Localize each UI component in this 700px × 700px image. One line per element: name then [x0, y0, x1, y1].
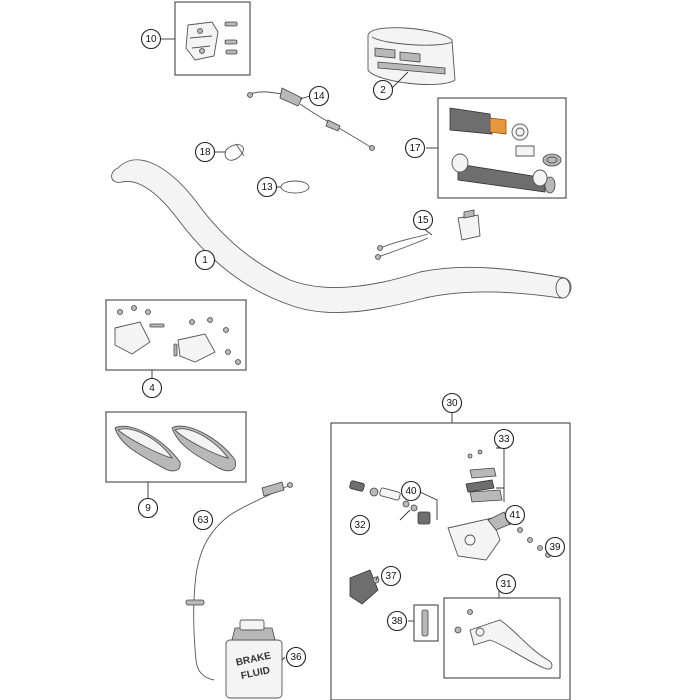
callout-circle [349, 514, 371, 536]
callout-18[interactable]: 18 [194, 141, 216, 163]
callout-label: 38 [391, 616, 403, 627]
callout-40[interactable]: 40 [400, 480, 422, 502]
callout-10[interactable]: 10 [140, 28, 162, 50]
callout-label: 39 [549, 542, 561, 553]
callout-circle [137, 497, 159, 519]
callout-label: 2 [380, 85, 386, 96]
callout-label: 33 [498, 434, 510, 445]
callout-circle [194, 249, 216, 271]
callout-39[interactable]: 39 [544, 536, 566, 558]
kill-switch [375, 209, 481, 260]
callout-label: 31 [500, 579, 512, 590]
callout-circle [372, 79, 394, 101]
callout-circle [256, 176, 278, 198]
part-30-box [330, 422, 571, 700]
hose-clip [224, 143, 245, 161]
throttle-cable [247, 87, 375, 151]
callout-circle [493, 428, 515, 450]
callout-circle [380, 565, 402, 587]
callout-label: 10 [145, 34, 157, 45]
callout-circle [495, 573, 517, 595]
callout-label: 9 [145, 503, 151, 514]
brake-line [185, 481, 293, 681]
callout-circle [544, 536, 566, 558]
part-38-box [413, 604, 439, 642]
callout-label: 4 [149, 383, 155, 394]
callout-circle [386, 610, 408, 632]
callout-circle [441, 392, 463, 414]
callout-label: 17 [409, 143, 421, 154]
crossbar-pad [367, 27, 456, 85]
callout-15[interactable]: 15 [412, 209, 434, 231]
part-10-box [174, 1, 251, 76]
callout-label: 41 [509, 510, 521, 521]
master-cylinder-parts [349, 449, 561, 679]
callout-circle [412, 209, 434, 231]
callout-14[interactable]: 14 [308, 85, 330, 107]
callout-36[interactable]: 36 [285, 646, 307, 668]
o-ring [280, 180, 310, 194]
callout-33[interactable]: 33 [493, 428, 515, 450]
callout-label: 32 [354, 520, 366, 531]
callout-30[interactable]: 30 [441, 392, 463, 414]
callout-13[interactable]: 13 [256, 176, 278, 198]
callout-63[interactable]: 63 [192, 509, 214, 531]
callout-circle [308, 85, 330, 107]
callout-label: 40 [405, 486, 417, 497]
callout-label: 18 [199, 147, 211, 158]
handlebar [111, 159, 572, 313]
callout-1[interactable]: 1 [194, 249, 216, 271]
hand-guards [114, 425, 236, 472]
callout-circle [141, 377, 163, 399]
callout-31[interactable]: 31 [495, 573, 517, 595]
part-9-box [105, 411, 247, 483]
callout-label: 36 [290, 652, 302, 663]
grips [449, 107, 562, 194]
callout-41[interactable]: 41 [504, 504, 526, 526]
part-4-box [105, 299, 247, 371]
callout-label: 15 [417, 215, 429, 226]
callout-38[interactable]: 38 [386, 610, 408, 632]
callout-circle [285, 646, 307, 668]
callout-label: 37 [385, 571, 397, 582]
callout-label: 1 [202, 255, 208, 266]
callout-32[interactable]: 32 [349, 514, 371, 536]
callout-circle [194, 141, 216, 163]
callout-circle [404, 137, 426, 159]
callout-37[interactable]: 37 [380, 565, 402, 587]
callout-4[interactable]: 4 [141, 377, 163, 399]
callout-label: 14 [313, 91, 325, 102]
callout-circle [504, 504, 526, 526]
callout-17[interactable]: 17 [404, 137, 426, 159]
callout-9[interactable]: 9 [137, 497, 159, 519]
callout-circle [400, 480, 422, 502]
callout-circle [140, 28, 162, 50]
clamp-part [185, 21, 238, 61]
callout-label: 30 [446, 398, 458, 409]
callout-label: 13 [261, 182, 273, 193]
callout-2[interactable]: 2 [372, 79, 394, 101]
bar-clamps [114, 305, 241, 365]
part-31-box [443, 597, 561, 679]
brake-fluid-bottle[interactable]: BRAKE FLUID [225, 619, 283, 699]
callout-label: 63 [197, 515, 209, 526]
callout-circle [192, 509, 214, 531]
